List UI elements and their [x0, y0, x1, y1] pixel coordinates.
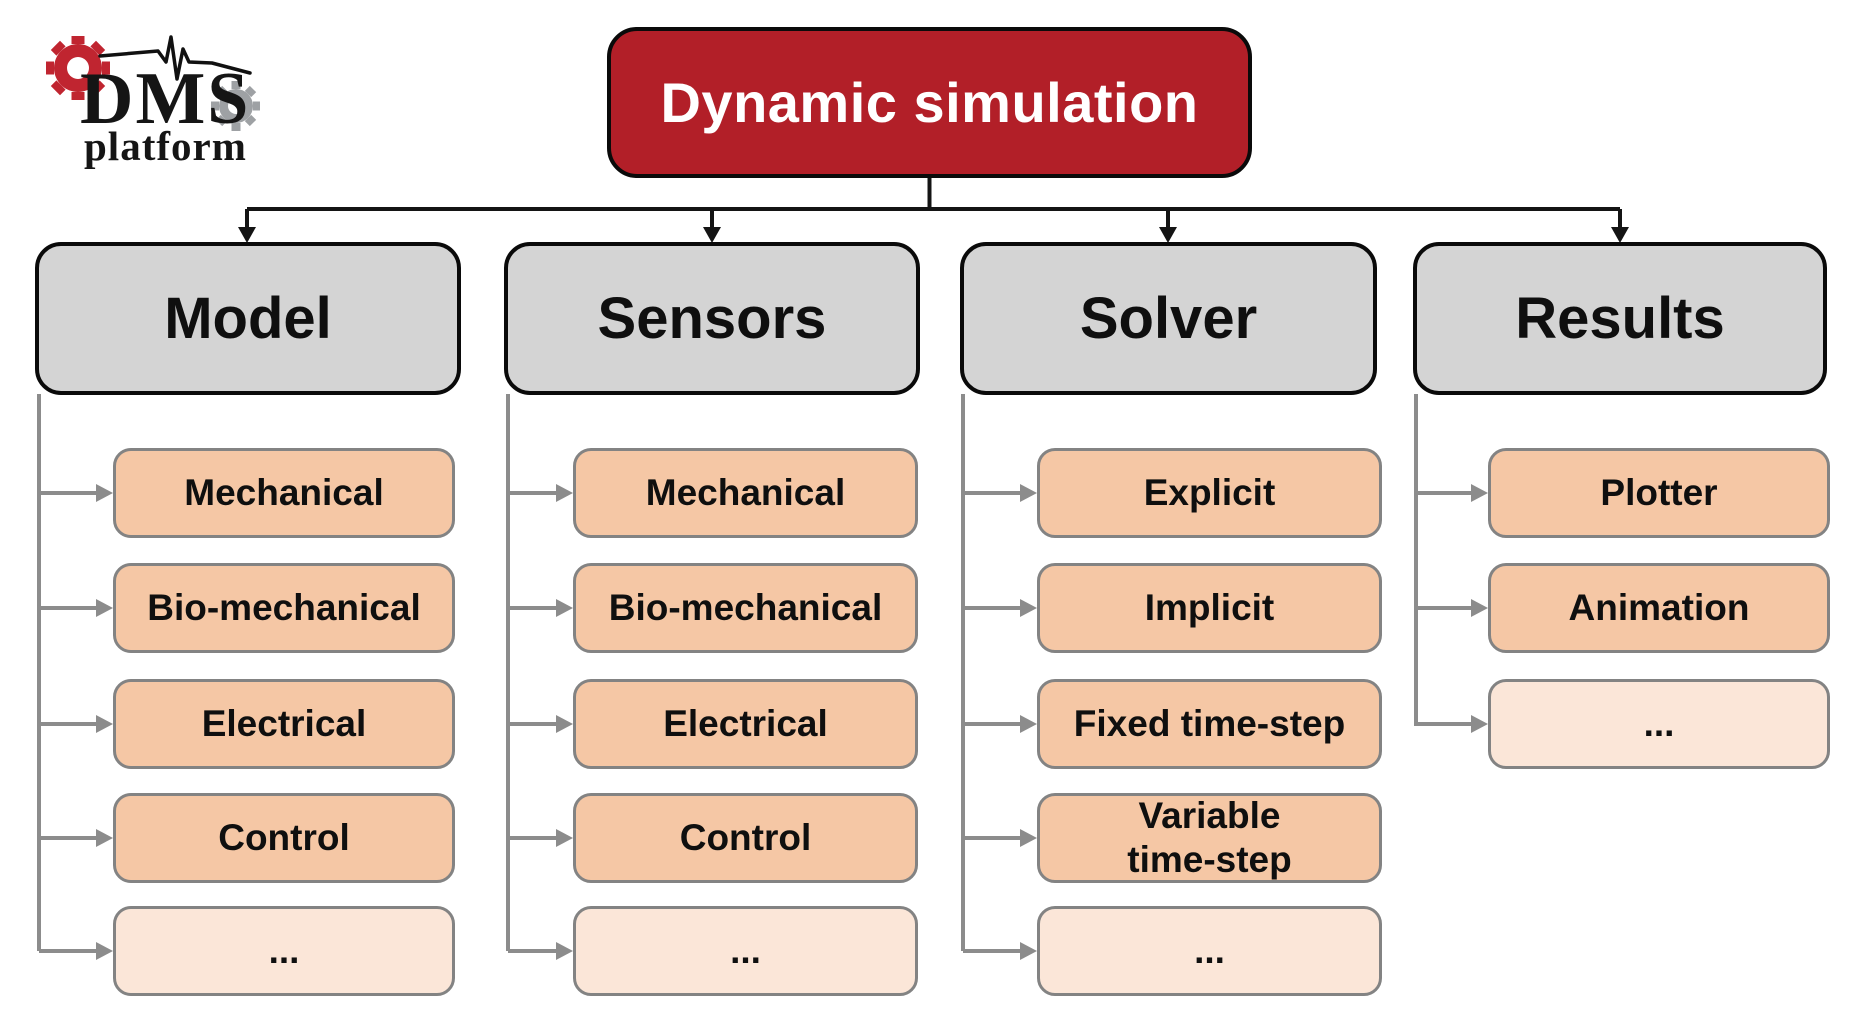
node-model-bio-mechanical: Bio-mechanical: [113, 563, 455, 653]
node-results-plotter: Plotter: [1488, 448, 1830, 538]
heartbeat-line: [98, 35, 252, 81]
node-solver-explicit: Explicit: [1037, 448, 1382, 538]
node-results-more: ...: [1488, 679, 1830, 769]
node-model-electrical: Electrical: [113, 679, 455, 769]
logo-subtitle: platform: [84, 123, 247, 169]
node-model-control: Control: [113, 793, 455, 883]
node-model-more: ...: [113, 906, 455, 996]
node-solver-variable-time-step: Variable time-step: [1037, 793, 1382, 883]
node-results-animation: Animation: [1488, 563, 1830, 653]
node-dynamic-simulation: Dynamic simulation: [607, 27, 1252, 178]
logo-graphics: [46, 35, 260, 131]
gear-icon-red: [46, 36, 110, 100]
node-sensors: Sensors: [504, 242, 920, 395]
node-solver: Solver: [960, 242, 1377, 395]
logo-title: DMS: [80, 58, 251, 140]
node-results: Results: [1413, 242, 1827, 395]
node-sensors-more: ...: [573, 906, 918, 996]
node-sensors-bio-mechanical: Bio-mechanical: [573, 563, 918, 653]
node-solver-implicit: Implicit: [1037, 563, 1382, 653]
node-sensors-control: Control: [573, 793, 918, 883]
node-model-mechanical: Mechanical: [113, 448, 455, 538]
dms-platform-logo: DMS platform: [0, 0, 300, 200]
node-solver-fixed-time-step: Fixed time-step: [1037, 679, 1382, 769]
node-sensors-electrical: Electrical: [573, 679, 918, 769]
node-model: Model: [35, 242, 461, 395]
gear-icon-gray: [211, 81, 260, 131]
node-solver-more: ...: [1037, 906, 1382, 996]
node-sensors-mechanical: Mechanical: [573, 448, 918, 538]
